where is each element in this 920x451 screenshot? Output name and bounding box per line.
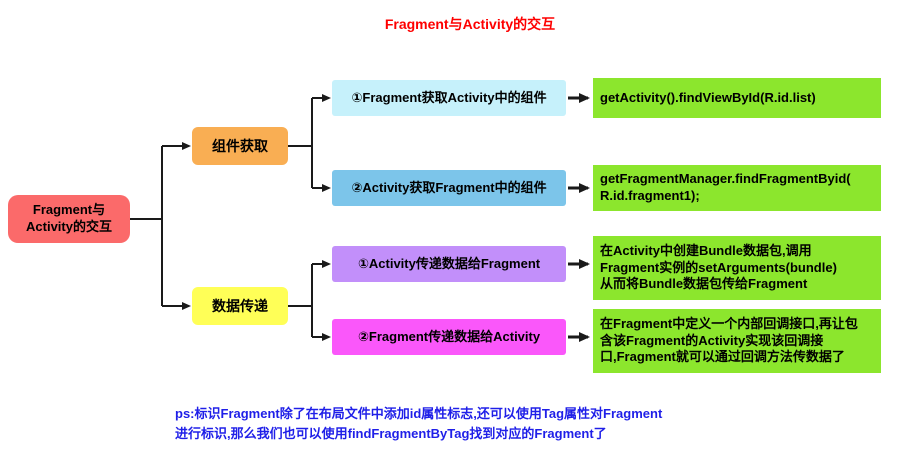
detail-callback-interface: 在Fragment中定义一个内部回调接口,再让包 含该Fragment的Acti… (593, 309, 881, 373)
detail-get-activity-findviewbyid: getActivity().findViewById(R.id.list) (593, 78, 881, 118)
detail-getfragmentmanager-findfragmentbyid: getFragmentManager.findFragmentByid( R.i… (593, 165, 881, 211)
footnote-tag-tip: ps:标识Fragment除了在布局文件中添加id属性标志,还可以使用Tag属性… (175, 406, 663, 441)
branch-component-fetch: 组件获取 (192, 127, 288, 165)
leaf-fragment-send-data-to-activity: ②Fragment传递数据给Activity (332, 319, 566, 355)
detail-bundle-setarguments: 在Activity中创建Bundle数据包,调用 Fragment实例的setA… (593, 236, 881, 300)
diagram-title: Fragment与Activity的交互 (384, 16, 556, 32)
leaf-fragment-get-activity-widget: ①Fragment获取Activity中的组件 (332, 80, 566, 116)
leaf-activity-get-fragment-widget: ②Activity获取Fragment中的组件 (332, 170, 566, 206)
root-node: Fragment与 Activity的交互 (8, 195, 130, 243)
leaf-activity-send-data-to-fragment: ①Activity传递数据给Fragment (332, 246, 566, 282)
branch-data-transfer: 数据传递 (192, 287, 288, 325)
